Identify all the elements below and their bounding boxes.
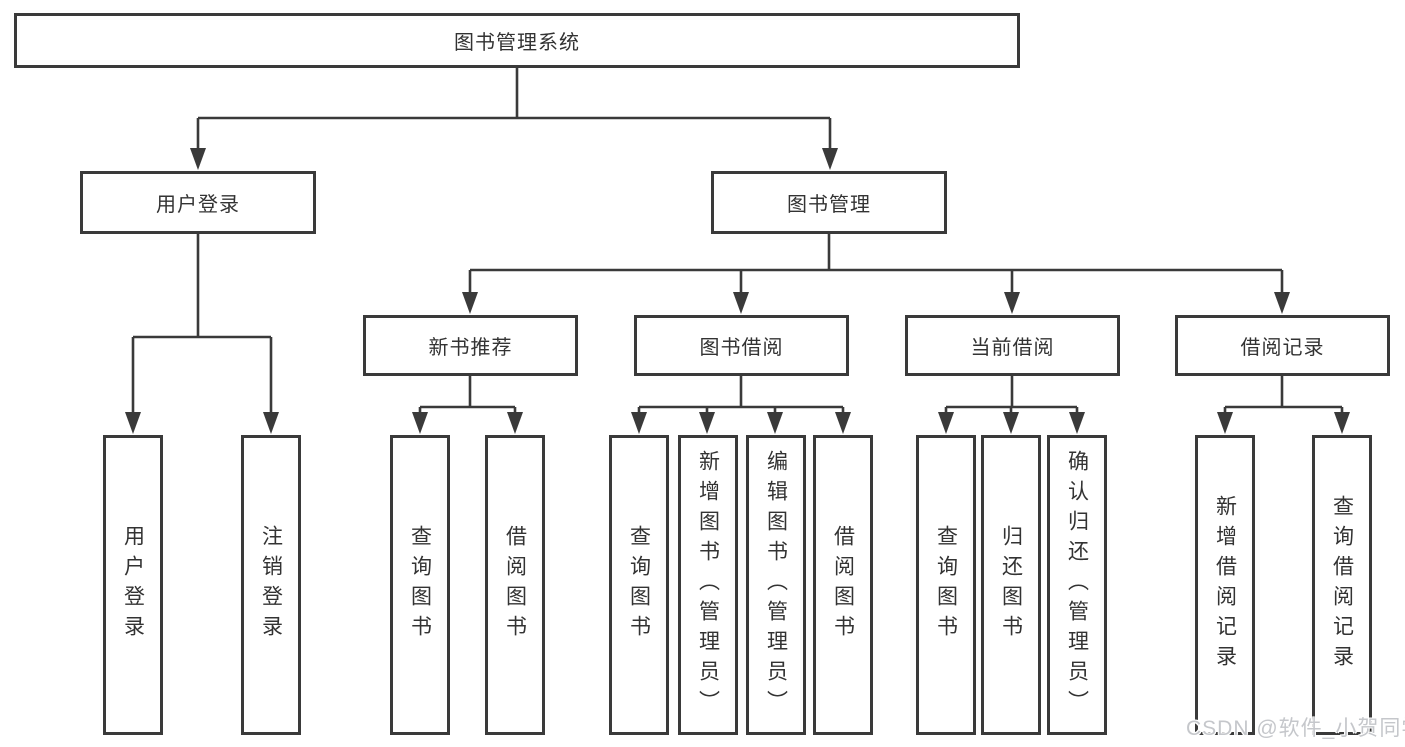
arrow-down-icon: [1004, 292, 1020, 314]
arrow-down-icon: [462, 292, 478, 314]
arrow-down-icon: [822, 148, 838, 170]
leaf-label: 用户登录: [121, 525, 145, 645]
leaf-label: 确认归还（管理员）: [1065, 450, 1089, 720]
leaf-query-borrow-record: 查询借阅记录: [1312, 435, 1372, 735]
leaf-query-book-2: 查询图书: [609, 435, 669, 735]
leaf-label: 注销登录: [259, 525, 283, 645]
leaf-label: 查询图书: [627, 525, 651, 645]
leaf-label: 编辑图书（管理员）: [764, 450, 788, 720]
leaf-logout: 注销登录: [241, 435, 301, 735]
node-new-book-recommend-label: 新书推荐: [428, 337, 513, 359]
connector-userlogin-to-leaves: [125, 234, 279, 434]
node-root: 图书管理系统: [14, 13, 1020, 68]
connector-root-to-level2: [190, 68, 838, 170]
node-book-borrow-label: 图书借阅: [699, 337, 784, 359]
arrow-down-icon: [1069, 412, 1085, 434]
connector-borrowrecord-to-leaves: [1217, 376, 1350, 434]
leaf-add-book-admin: 新增图书（管理员）: [678, 435, 738, 735]
arrow-down-icon: [507, 412, 523, 434]
arrow-down-icon: [699, 412, 715, 434]
connector-bookborrow-to-leaves: [631, 376, 851, 434]
leaf-confirm-return-admin: 确认归还（管理员）: [1047, 435, 1107, 735]
leaf-label: 查询借阅记录: [1330, 495, 1354, 675]
leaf-borrow-book-2: 借阅图书: [813, 435, 873, 735]
leaf-label: 新增借阅记录: [1213, 495, 1237, 675]
csdn-watermark: CSDN @软件_小贺同学: [1186, 717, 1405, 740]
arrow-down-icon: [412, 412, 428, 434]
arrow-down-icon: [1334, 412, 1350, 434]
node-user-login-label: 用户登录: [156, 194, 240, 216]
leaf-return-book: 归还图书: [981, 435, 1041, 735]
leaf-query-book-3: 查询图书: [916, 435, 976, 735]
node-new-book-recommend: 新书推荐: [363, 315, 578, 376]
node-borrow-record: 借阅记录: [1175, 315, 1390, 376]
leaf-label: 借阅图书: [503, 525, 527, 645]
leaf-borrow-book-1: 借阅图书: [485, 435, 545, 735]
leaf-label: 查询图书: [934, 525, 958, 645]
connector-newbookrec-to-leaves: [412, 376, 523, 434]
leaf-label: 归还图书: [999, 525, 1023, 645]
node-current-borrow-label: 当前借阅: [970, 337, 1055, 359]
arrow-down-icon: [767, 412, 783, 434]
arrow-down-icon: [733, 292, 749, 314]
arrow-down-icon: [263, 412, 279, 434]
leaf-label: 查询图书: [408, 525, 432, 645]
arrow-down-icon: [1217, 412, 1233, 434]
arrow-down-icon: [125, 412, 141, 434]
arrow-down-icon: [1274, 292, 1290, 314]
node-book-borrow: 图书借阅: [634, 315, 849, 376]
arrow-down-icon: [190, 148, 206, 170]
leaf-add-borrow-record: 新增借阅记录: [1195, 435, 1255, 735]
node-book-management: 图书管理: [711, 171, 947, 234]
node-book-management-label: 图书管理: [787, 194, 871, 216]
connector-bookmgmt-to-level3: [462, 234, 1290, 314]
connector-currentborrow-to-leaves: [938, 376, 1085, 434]
node-current-borrow: 当前借阅: [905, 315, 1120, 376]
node-user-login: 用户登录: [80, 171, 316, 234]
node-borrow-record-label: 借阅记录: [1240, 337, 1325, 359]
leaf-query-book-1: 查询图书: [390, 435, 450, 735]
leaf-edit-book-admin: 编辑图书（管理员）: [746, 435, 806, 735]
leaf-label: 新增图书（管理员）: [696, 450, 720, 720]
arrow-down-icon: [835, 412, 851, 434]
node-root-label: 图书管理系统: [454, 32, 580, 54]
leaf-label: 借阅图书: [831, 525, 855, 645]
arrow-down-icon: [631, 412, 647, 434]
arrow-down-icon: [1003, 412, 1019, 434]
arrow-down-icon: [938, 412, 954, 434]
leaf-user-login: 用户登录: [103, 435, 163, 735]
